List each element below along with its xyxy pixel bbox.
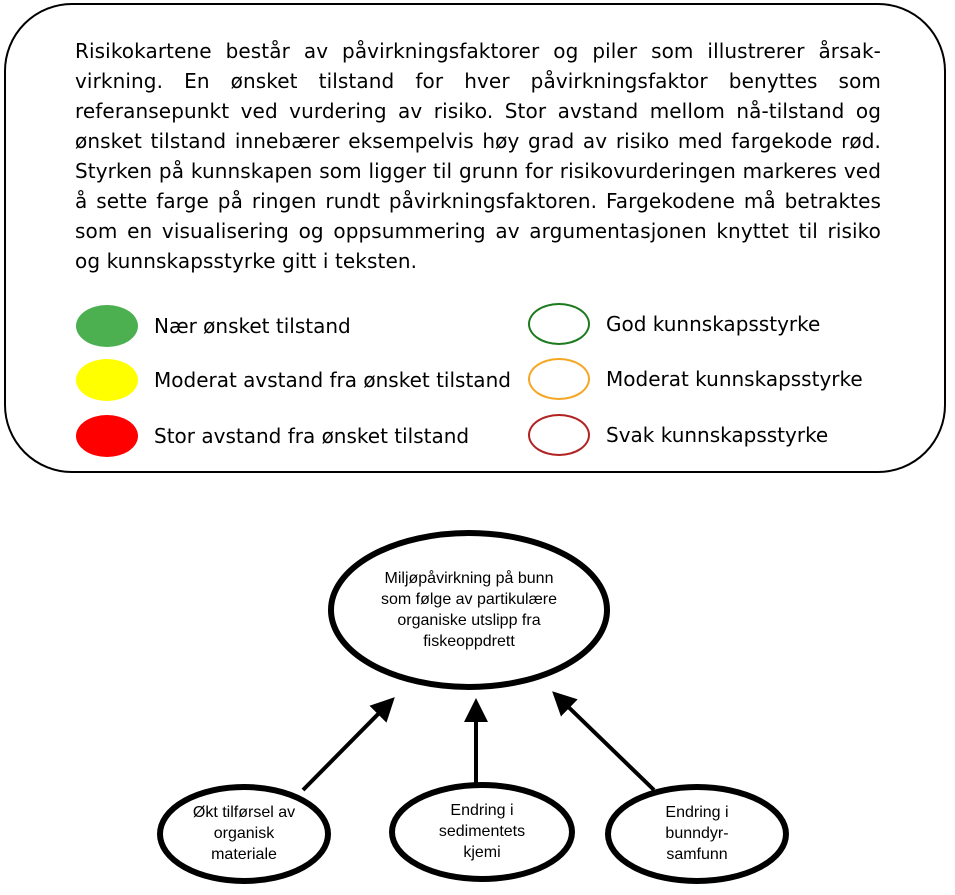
node-impact-label: Miljøpåvirkning på bunn som følge av par… (334, 564, 604, 656)
node-impact-line: Miljøpåvirkning på bunn (384, 570, 554, 587)
legend-label: Moderat avstand fra ønsket tilstand (154, 368, 511, 392)
risk-swatch-red (76, 415, 138, 457)
node-benthic-label: Endring i bunndyr- samfunn (617, 800, 777, 866)
legend-label: Moderat kunnskapsstyrke (606, 367, 863, 391)
node-impact-line: organiske utslipp fra (397, 612, 541, 629)
legend-box (4, 3, 946, 473)
legend-label: Nær ønsket tilstand (154, 314, 351, 338)
node-organic-line: Økt tilførsel av (192, 803, 296, 821)
node-benthic-ellipse (605, 784, 789, 884)
node-impact-line: fiskeoppdrett (423, 633, 515, 650)
legend-item-risk-near: Nær ønsket tilstand (76, 304, 351, 348)
node-chemistry-line: sedimentets (438, 822, 526, 840)
risk-swatch-green (76, 305, 138, 347)
legend-label: Svak kunnskapsstyrke (606, 423, 829, 447)
node-chemistry-line: Endring i (450, 801, 514, 819)
legend-item-risk-moderate: Moderat avstand fra ønsket tilstand (76, 358, 511, 402)
node-organic-ellipse (157, 784, 331, 884)
knowledge-ring-orange (528, 358, 590, 400)
node-organic-line: materiale (211, 845, 277, 863)
node-benthic-line: Endring i (665, 803, 729, 821)
node-benthic-line: samfunn (666, 845, 728, 863)
legend-item-knowledge-moderate: Moderat kunnskapsstyrke (528, 357, 863, 401)
node-impact-line: som følge av partikulære (380, 591, 558, 608)
node-organic-label: Økt tilførsel av organisk materiale (164, 800, 324, 866)
arrow-benthic-to-impact (552, 691, 656, 792)
legend-label: God kunnskapsstyrke (606, 312, 821, 336)
node-chemistry-label: Endring i sedimentets kjemi (402, 798, 562, 864)
legend-label: Stor avstand fra ønsket tilstand (154, 424, 470, 448)
legend-item-risk-high: Stor avstand fra ønsket tilstand (76, 414, 469, 458)
node-chemistry-ellipse (389, 782, 575, 882)
risk-swatch-yellow (76, 359, 138, 401)
node-organic-line: organisk (213, 824, 275, 842)
legend-item-knowledge-good: God kunnskapsstyrke (528, 302, 820, 346)
legend-item-knowledge-weak: Svak kunnskapsstyrke (528, 413, 828, 457)
arrow-organic-to-impact (301, 697, 395, 792)
knowledge-ring-green (528, 303, 590, 345)
node-chemistry-line: kjemi (463, 843, 501, 861)
node-benthic-line: bunndyr- (665, 824, 729, 842)
node-impact-ellipse (328, 530, 610, 690)
knowledge-ring-red (528, 414, 590, 456)
legend-intro-text: Risikokartene består av påvirkningsfakto… (75, 39, 881, 273)
